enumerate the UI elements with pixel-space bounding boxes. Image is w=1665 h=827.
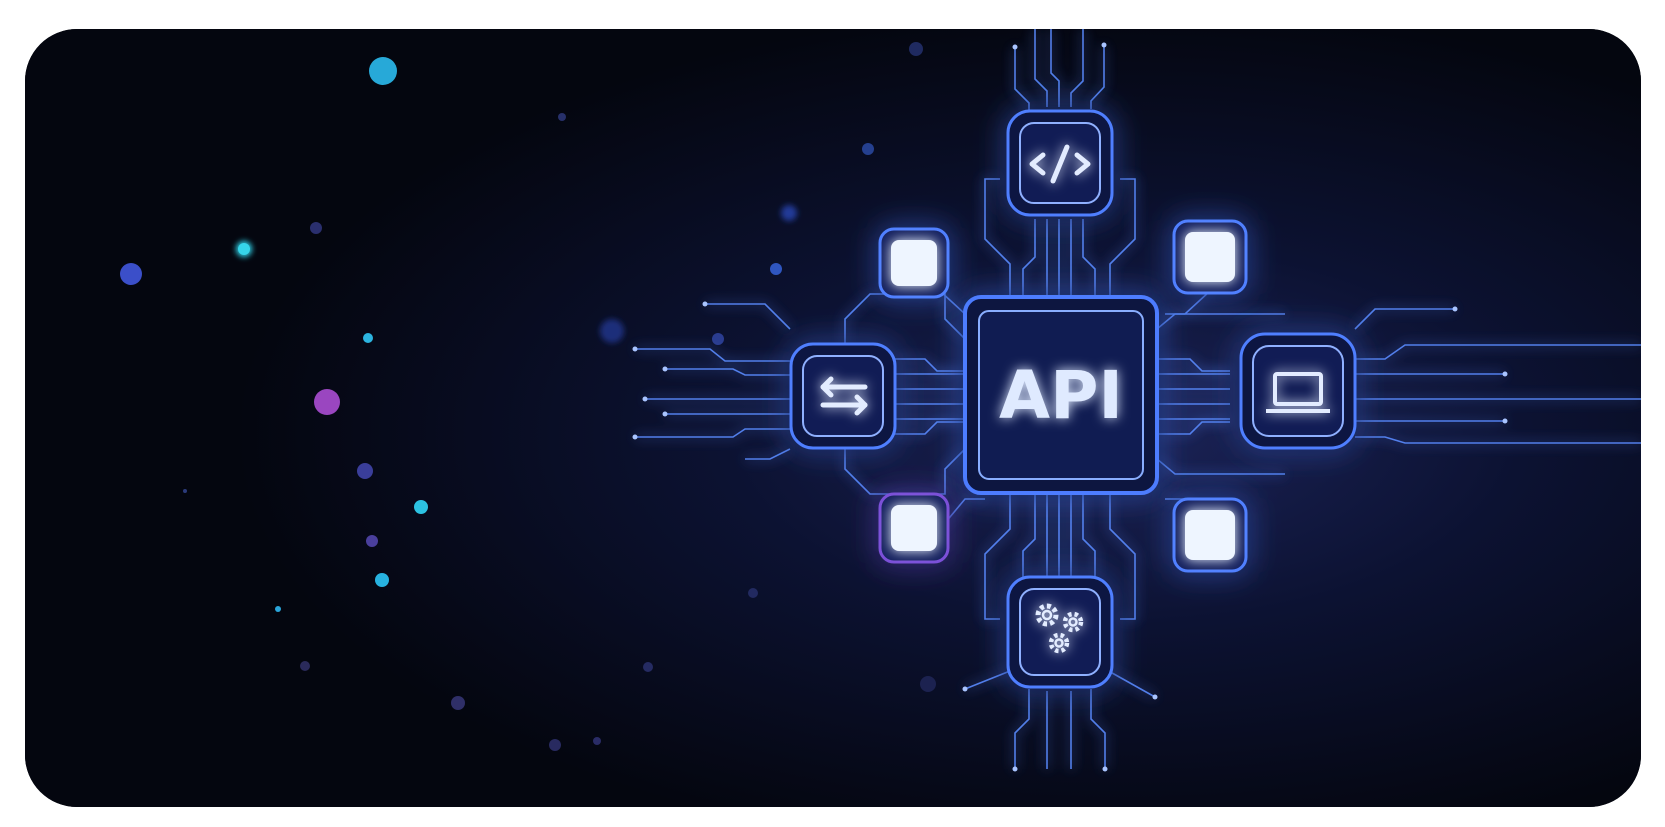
- particle: [558, 113, 566, 121]
- particle: [120, 263, 142, 285]
- trace: [1157, 358, 1230, 372]
- particle: [781, 205, 797, 221]
- gears-chip: [1006, 575, 1114, 689]
- trace: [745, 448, 791, 460]
- particle: [909, 42, 923, 56]
- trace: [895, 358, 965, 372]
- pad-bottom-right: [1172, 497, 1248, 573]
- endpoint: [1012, 44, 1018, 50]
- trace: [1014, 47, 1030, 111]
- trace: [895, 421, 965, 435]
- endpoint: [632, 346, 638, 352]
- trace-endpoints: [632, 42, 1508, 772]
- trace: [635, 428, 790, 438]
- trace: [1070, 29, 1084, 107]
- particles: [120, 42, 936, 751]
- endpoint: [1102, 766, 1108, 772]
- particle: [862, 143, 874, 155]
- gears-icon: [1035, 603, 1084, 654]
- particle: [238, 243, 250, 255]
- particle: [300, 661, 310, 671]
- trace: [665, 368, 790, 376]
- trace: [1109, 491, 1136, 620]
- trace: [1354, 308, 1455, 330]
- particle: [770, 263, 782, 275]
- transfer-chip-inner: [802, 355, 884, 437]
- trace: [1082, 491, 1096, 577]
- endpoint: [662, 411, 668, 417]
- trace: [984, 178, 1011, 299]
- circuit-traces: [635, 29, 1641, 769]
- api-chip-inner: [978, 310, 1144, 480]
- pad-bottom-left: [878, 492, 950, 564]
- trace: [1022, 219, 1036, 299]
- endpoint: [962, 686, 968, 692]
- trace: [1090, 689, 1106, 769]
- particle: [920, 676, 936, 692]
- trace: [964, 668, 1016, 690]
- particle: [748, 588, 758, 598]
- endpoint: [702, 301, 708, 307]
- endpoint: [1012, 766, 1018, 772]
- trace: [635, 348, 790, 362]
- particle: [414, 500, 428, 514]
- gears-chip-inner: [1019, 588, 1101, 676]
- api-circuit-banner: API: [25, 29, 1641, 807]
- pad-top-left: [878, 227, 950, 299]
- laptop-chip-inner: [1252, 345, 1344, 437]
- transfer-chip: [789, 342, 897, 450]
- particle: [375, 573, 389, 587]
- particle: [549, 739, 561, 751]
- endpoint: [1502, 371, 1508, 377]
- glowing-pads: [878, 219, 1248, 573]
- trace: [1157, 421, 1230, 435]
- pad-top-right: [1172, 219, 1248, 295]
- code-icon: [1029, 144, 1091, 184]
- particle: [363, 333, 373, 343]
- trace: [1082, 219, 1096, 299]
- trace: [1104, 668, 1156, 698]
- trace: [984, 491, 1011, 620]
- endpoint: [662, 366, 668, 372]
- trace: [1355, 436, 1641, 444]
- trace: [1034, 29, 1048, 107]
- trace: [1109, 178, 1136, 299]
- trace: [1090, 45, 1105, 109]
- endpoint: [1101, 42, 1107, 48]
- endpoint: [1152, 694, 1158, 700]
- endpoint: [642, 396, 648, 402]
- particle: [357, 463, 373, 479]
- particle: [451, 696, 465, 710]
- circuit-illustration: API: [25, 29, 1641, 807]
- particle: [593, 737, 601, 745]
- code-chip: [1006, 109, 1114, 217]
- api-chip: API: [963, 295, 1159, 495]
- laptop-chip: [1239, 332, 1357, 450]
- particle: [366, 535, 378, 547]
- particle: [275, 606, 281, 612]
- trace: [1022, 491, 1036, 577]
- trace: [1156, 458, 1285, 475]
- trace: [1050, 29, 1060, 107]
- api-label: API: [999, 357, 1123, 434]
- endpoint: [1452, 306, 1458, 312]
- endpoint: [1502, 418, 1508, 424]
- particle: [643, 662, 653, 672]
- endpoint: [632, 434, 638, 440]
- laptop-icon: [1266, 372, 1330, 413]
- particle: [369, 57, 397, 85]
- trace: [1014, 689, 1030, 769]
- trace: [1355, 344, 1641, 360]
- trace: [1165, 290, 1211, 315]
- transfer-arrows-icon: [820, 376, 868, 416]
- particle: [183, 489, 187, 493]
- particle: [712, 333, 724, 345]
- particle: [314, 389, 340, 415]
- trace: [705, 303, 791, 330]
- particle: [600, 319, 624, 343]
- particle: [310, 222, 322, 234]
